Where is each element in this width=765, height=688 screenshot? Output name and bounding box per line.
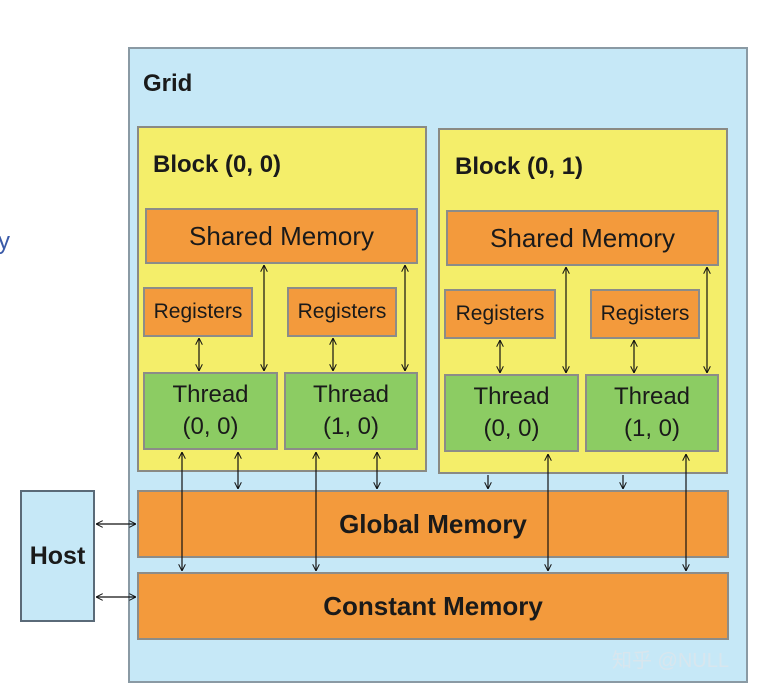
thread-label: Thread: [613, 383, 691, 410]
thread-label: Thread: [172, 381, 249, 408]
registers-label: Registers: [297, 300, 387, 323]
registers-label: Registers: [153, 300, 243, 323]
host-label: Host: [29, 541, 86, 570]
grid-label: Grid: [143, 70, 193, 97]
shared-memory-label: Shared Memory: [189, 220, 374, 251]
block-0-1-thread-1-0: Thread (1, 0): [585, 374, 719, 452]
registers-label: Registers: [455, 302, 545, 325]
global-memory-label: Global Memory: [339, 508, 527, 539]
thread-index: (0, 0): [483, 415, 540, 442]
thread-label: Thread: [312, 381, 390, 408]
block-0-1-registers-1: Registers: [590, 289, 700, 339]
block-0-1-registers-0: Registers: [444, 289, 556, 339]
block-0-0-thread-0-0: Thread (0, 0): [143, 372, 278, 450]
shared-memory-label: Shared Memory: [490, 222, 675, 253]
block-0-0-label: Block (0, 0): [153, 151, 282, 178]
thread-index: (1, 0): [623, 415, 680, 442]
constant-memory-label: Constant Memory: [323, 590, 543, 621]
left-edge-glyph: y: [0, 228, 10, 255]
block-0-0-thread-1-0: Thread (1, 0): [284, 372, 418, 450]
block-0-0-registers-0: Registers: [143, 287, 253, 337]
block-0-1-thread-0-0: Thread (0, 0): [444, 374, 579, 452]
thread-label: Thread: [473, 383, 550, 410]
host: Host: [20, 490, 95, 622]
constant-memory: Constant Memory: [137, 572, 729, 640]
block-0-0-registers-1: Registers: [287, 287, 397, 337]
thread-index: (0, 0): [182, 413, 239, 440]
watermark: 知乎 @NULL: [612, 650, 729, 672]
thread-index: (1, 0): [322, 413, 379, 440]
block-0-0-shared-memory: Shared Memory: [145, 208, 418, 264]
global-memory: Global Memory: [137, 490, 729, 558]
block-0-1-label: Block (0, 1): [455, 153, 584, 180]
registers-label: Registers: [600, 302, 690, 325]
block-0-1-shared-memory: Shared Memory: [446, 210, 719, 266]
